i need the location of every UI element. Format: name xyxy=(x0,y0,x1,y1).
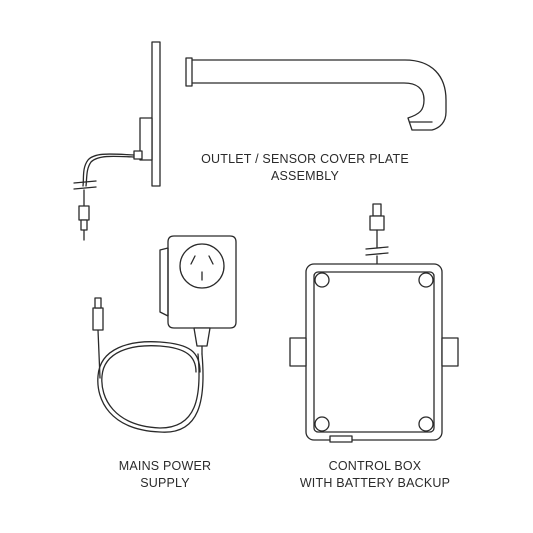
adapter-side xyxy=(159,247,169,317)
strain-relief xyxy=(193,327,211,347)
cover-plate xyxy=(151,41,161,187)
sensor-connector-tip xyxy=(80,219,88,231)
right-gland xyxy=(441,337,459,367)
control-caption: CONTROL BOX WITH BATTERY BACKUP xyxy=(280,458,470,492)
sensor-cable-gland xyxy=(133,150,143,160)
corner-screw xyxy=(314,416,330,432)
dc-plug-tip xyxy=(94,297,102,309)
left-gland xyxy=(289,337,307,367)
control-cable-break xyxy=(365,246,389,250)
control-caption-line1: CONTROL BOX xyxy=(328,459,422,473)
dc-plug xyxy=(92,307,104,331)
control-box xyxy=(289,203,459,443)
bottom-tab xyxy=(329,435,353,443)
sensor-cable-inner xyxy=(85,155,135,187)
outlet-caption-line1: OUTLET / SENSOR COVER PLATE xyxy=(201,152,409,166)
outlet-face xyxy=(179,243,225,289)
control-connector-tip xyxy=(372,203,382,217)
power-cable-lead xyxy=(97,329,101,379)
sensor-connector xyxy=(78,205,90,221)
cable-break-mark xyxy=(73,186,97,190)
box-inner xyxy=(313,271,435,433)
power-caption-line2: SUPPLY xyxy=(140,476,190,490)
plug-pin-left xyxy=(190,255,196,265)
power-cable-loop-inner xyxy=(101,345,200,429)
control-connector xyxy=(369,215,385,231)
adapter-body xyxy=(167,235,237,329)
power-supply xyxy=(92,235,237,433)
box-outer xyxy=(305,263,443,441)
spout xyxy=(189,59,447,131)
outlet-assembly xyxy=(73,41,447,241)
power-caption-line1: MAINS POWER xyxy=(118,459,212,473)
power-caption: MAINS POWER SUPPLY xyxy=(80,458,250,492)
corner-screw xyxy=(418,416,434,432)
corner-screw xyxy=(418,272,434,288)
control-cable-break xyxy=(365,252,389,256)
outlet-caption-line2: ASSEMBLY xyxy=(270,169,340,183)
plug-pin-right xyxy=(208,255,214,265)
control-caption-line2: WITH BATTERY BACKUP xyxy=(299,476,451,490)
cable-break-mark xyxy=(73,180,97,184)
power-cable-loop xyxy=(97,341,204,433)
outlet-caption: OUTLET / SENSOR COVER PLATE ASSEMBLY xyxy=(150,151,460,185)
corner-screw xyxy=(314,272,330,288)
sensor-body xyxy=(139,117,153,161)
spout-base-flange xyxy=(185,57,193,87)
sensor-cable xyxy=(82,153,135,187)
